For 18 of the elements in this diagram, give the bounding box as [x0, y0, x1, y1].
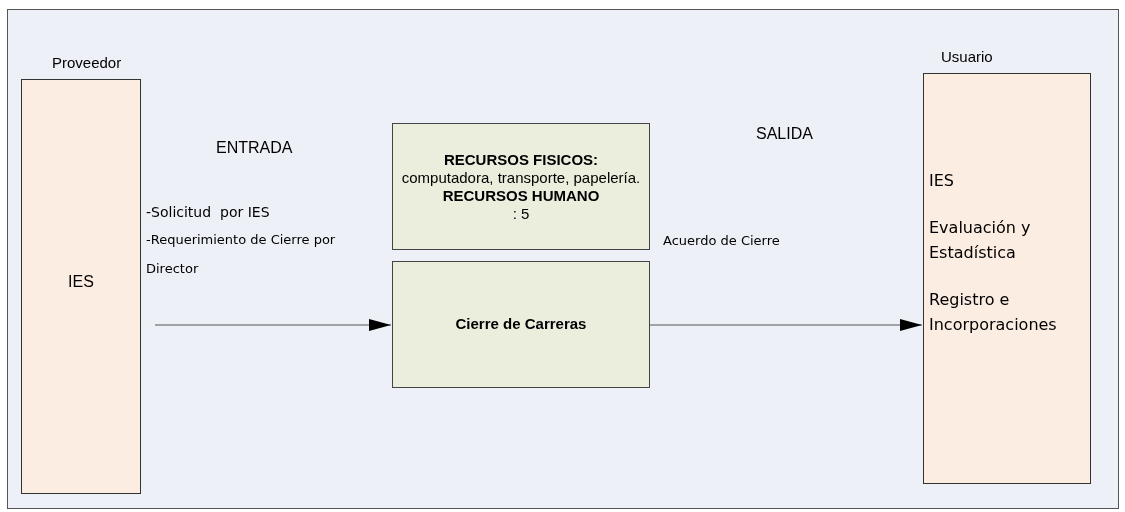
column-heading: Proveedor	[51, 53, 123, 73]
process-label: Cierre de Carreras	[455, 314, 587, 335]
section-heading: SALIDA	[756, 124, 814, 144]
box-text: IES	[929, 170, 954, 192]
arrow	[649, 319, 923, 331]
input-item: -Solicitud por IES	[146, 203, 271, 222]
section-heading: ENTRADA	[216, 138, 294, 158]
column-heading: Usuario	[940, 47, 994, 67]
resources-box	[392, 123, 650, 250]
input-item: -Requerimiento de Cierre por Director	[146, 231, 337, 278]
box-text: Evaluación y Estadística	[929, 217, 1032, 264]
box-text: Registro e Incorporaciones	[929, 289, 1058, 336]
process-box	[392, 261, 650, 388]
box-text: IES	[68, 271, 94, 292]
resource-text: RECURSOS FISICOS: computadora, transporte, papelería.	[400, 150, 642, 187]
resource-text: RECURSOS HUMANO: 5	[441, 186, 601, 223]
output-label: Acuerdo de Cierre	[663, 232, 781, 250]
arrow	[154, 319, 392, 331]
